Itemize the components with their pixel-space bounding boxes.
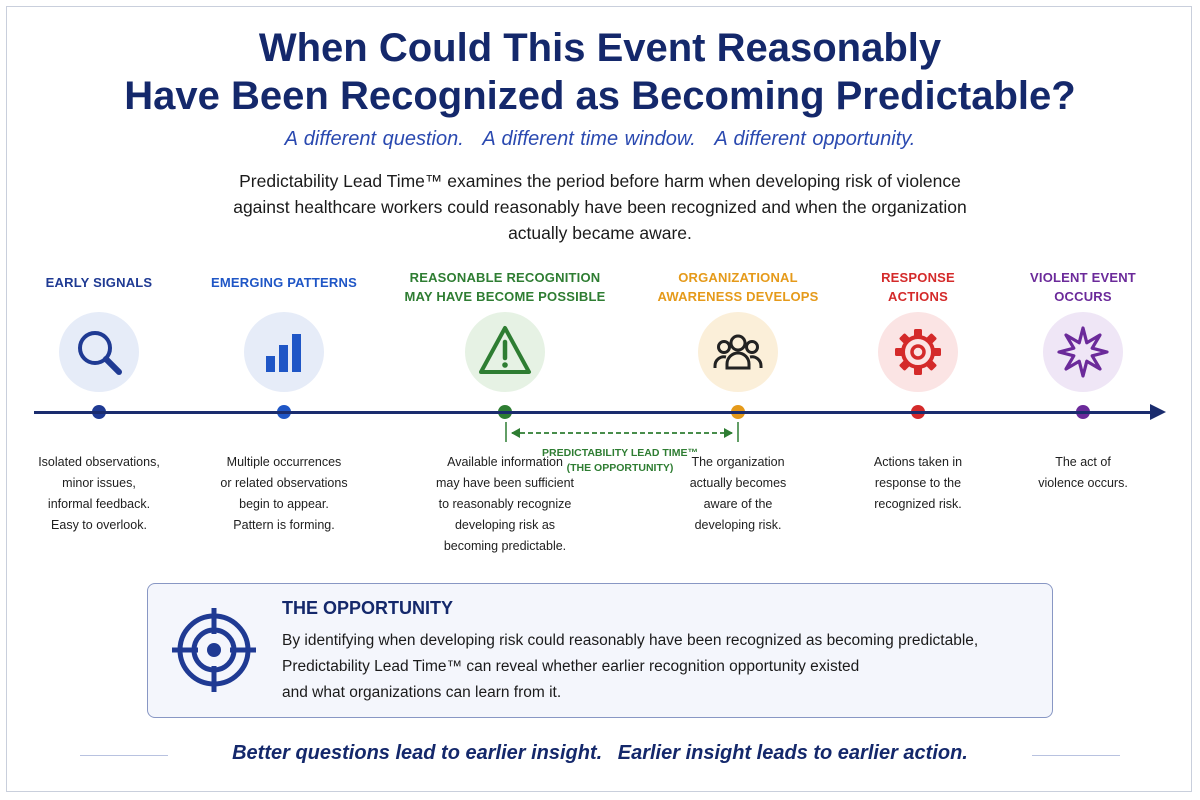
page-frame — [6, 6, 1192, 792]
stage-description: Available information may have been suffi… — [420, 452, 590, 557]
lead-time-label-line: (THE OPPORTUNITY) — [566, 462, 674, 474]
opportunity-heading: THE OPPORTUNITY — [282, 598, 454, 618]
lead-time-bracket — [505, 422, 739, 442]
opportunity-body: By identifying when developing risk coul… — [282, 628, 1042, 706]
subtitle-opportunity: A different opportunity. — [714, 128, 916, 150]
stage-title-gear: RESPONSE ACTIONS — [808, 268, 1028, 306]
stage-title-bar-chart: EMERGING PATTERNS — [174, 273, 394, 292]
timeline-axis — [34, 411, 1152, 414]
footer-tagline-part: Earlier insight leads to earlier action. — [617, 742, 968, 764]
stage-description-line: may have been sufficient — [435, 476, 575, 490]
stage-description-line: The act of — [1055, 455, 1111, 469]
stage-description: The act of violence occurs. — [998, 452, 1168, 494]
opportunity-body-line: Predictability Lead Time™ can reveal whe… — [282, 658, 860, 675]
stage-description-line: Pattern is forming. — [233, 518, 335, 532]
page-title-line-2: Have Been Recognized as Becoming Predict… — [124, 74, 1076, 118]
footer-rule-right — [1032, 755, 1120, 756]
intro-line: Predictability Lead Time™ examines the p… — [239, 171, 961, 191]
stage-description-line: to reasonably recognize — [438, 497, 572, 511]
lead-time-label: PREDICTABILITY LEAD TIME™ (THE OPPORTUNI… — [530, 446, 710, 476]
stage-description-line: developing risk. — [694, 518, 782, 532]
stage-title-line: MAY HAVE BECOME POSSIBLE — [404, 289, 606, 304]
stage-title-burst: VIOLENT EVENT OCCURS — [973, 268, 1193, 306]
stage-description-line: informal feedback. — [47, 497, 151, 511]
stage-title-magnifier: EARLY SIGNALS — [0, 273, 209, 292]
stage-icon-circle — [698, 312, 778, 392]
stage-description-line: Easy to overlook. — [51, 518, 147, 532]
stage-description-line: minor issues, — [62, 476, 136, 490]
opportunity-box — [147, 583, 1053, 718]
bar-chart-icon — [266, 334, 301, 372]
stage-icon-circle — [59, 312, 139, 392]
stage-icon-circle — [1043, 312, 1123, 392]
page-title-line-1: When Could This Event Reasonably — [258, 26, 942, 70]
stage-description: The organization actually becomes aware of… — [653, 452, 823, 536]
group-icon — [713, 334, 763, 370]
stage-icon-circle — [244, 312, 324, 392]
stage-description-line: violence occurs. — [1038, 476, 1128, 490]
stage-title-line: REASONABLE RECOGNITION — [409, 270, 601, 285]
stage-title-line: ACTIONS — [888, 289, 948, 304]
magnifier-icon — [78, 331, 122, 375]
stage-icon-circle — [878, 312, 958, 392]
gear-icon — [895, 329, 941, 375]
subtitle-time-window: A different time window. — [482, 128, 696, 150]
lead-time-label-line: PREDICTABILITY LEAD TIME™ — [542, 447, 698, 459]
stage-description-line: actually becomes — [689, 476, 787, 490]
stage-title-line: AWARENESS DEVELOPS — [657, 289, 819, 304]
footer-tagline-part: Better questions lead to earlier insight… — [232, 742, 603, 764]
stage-title-line: EARLY SIGNALS — [45, 275, 153, 290]
opportunity-body-line: and what organizations can learn from it… — [282, 684, 562, 701]
stage-description: Multiple occurrences or related observati… — [199, 452, 369, 536]
intro-paragraph: Predictability Lead Time™ examines the p… — [170, 168, 1030, 246]
footer-tagline: Better questions lead to earlier insight… — [0, 742, 1200, 765]
stage-description-line: Available information — [447, 455, 563, 469]
stage-description-line: recognized risk. — [874, 497, 962, 511]
stage-description-line: becoming predictable. — [443, 539, 567, 553]
opportunity-body-line: By identifying when developing risk coul… — [282, 632, 979, 649]
stage-description-line: developing risk as — [454, 518, 556, 532]
stage-description-line: or related observations — [220, 476, 348, 490]
stage-title-line: RESPONSE — [881, 270, 955, 285]
stage-title-line: VIOLENT EVENT — [1030, 270, 1136, 285]
stage-description-line: aware of the — [703, 497, 773, 511]
subtitle: A different question. A different time w… — [0, 128, 1200, 151]
stage-description-line: Isolated observations, — [38, 455, 160, 469]
stage-description-line: begin to appear. — [239, 497, 329, 511]
stage-description: Actions taken in response to the recognize… — [833, 452, 1003, 515]
timeline-arrowhead — [1150, 404, 1166, 420]
intro-line: actually became aware. — [508, 223, 692, 243]
stage-title-group: ORGANIZATIONAL AWARENESS DEVELOPS — [628, 268, 848, 306]
stage-description-line: The organization — [691, 455, 785, 469]
stage-description: Isolated observations, minor issues, infor… — [14, 452, 184, 536]
intro-line: against healthcare workers could reasona… — [233, 197, 967, 217]
burst-icon — [1057, 326, 1109, 378]
stage-description-line: Multiple occurrences — [226, 455, 342, 469]
target-icon — [172, 608, 256, 692]
stage-description-line: response to the — [874, 476, 962, 490]
stage-description-line: Actions taken in — [873, 455, 963, 469]
stage-title-line: OCCURS — [1054, 289, 1112, 304]
subtitle-question: A different question. — [284, 128, 464, 150]
stage-title-line: EMERGING PATTERNS — [211, 275, 357, 290]
stage-title-warning: REASONABLE RECOGNITION MAY HAVE BECOME PO… — [395, 268, 615, 306]
footer-rule-left — [80, 755, 168, 756]
stage-title-line: ORGANIZATIONAL — [678, 270, 798, 285]
warning-icon — [479, 326, 531, 374]
stage-icon-circle — [465, 312, 545, 392]
